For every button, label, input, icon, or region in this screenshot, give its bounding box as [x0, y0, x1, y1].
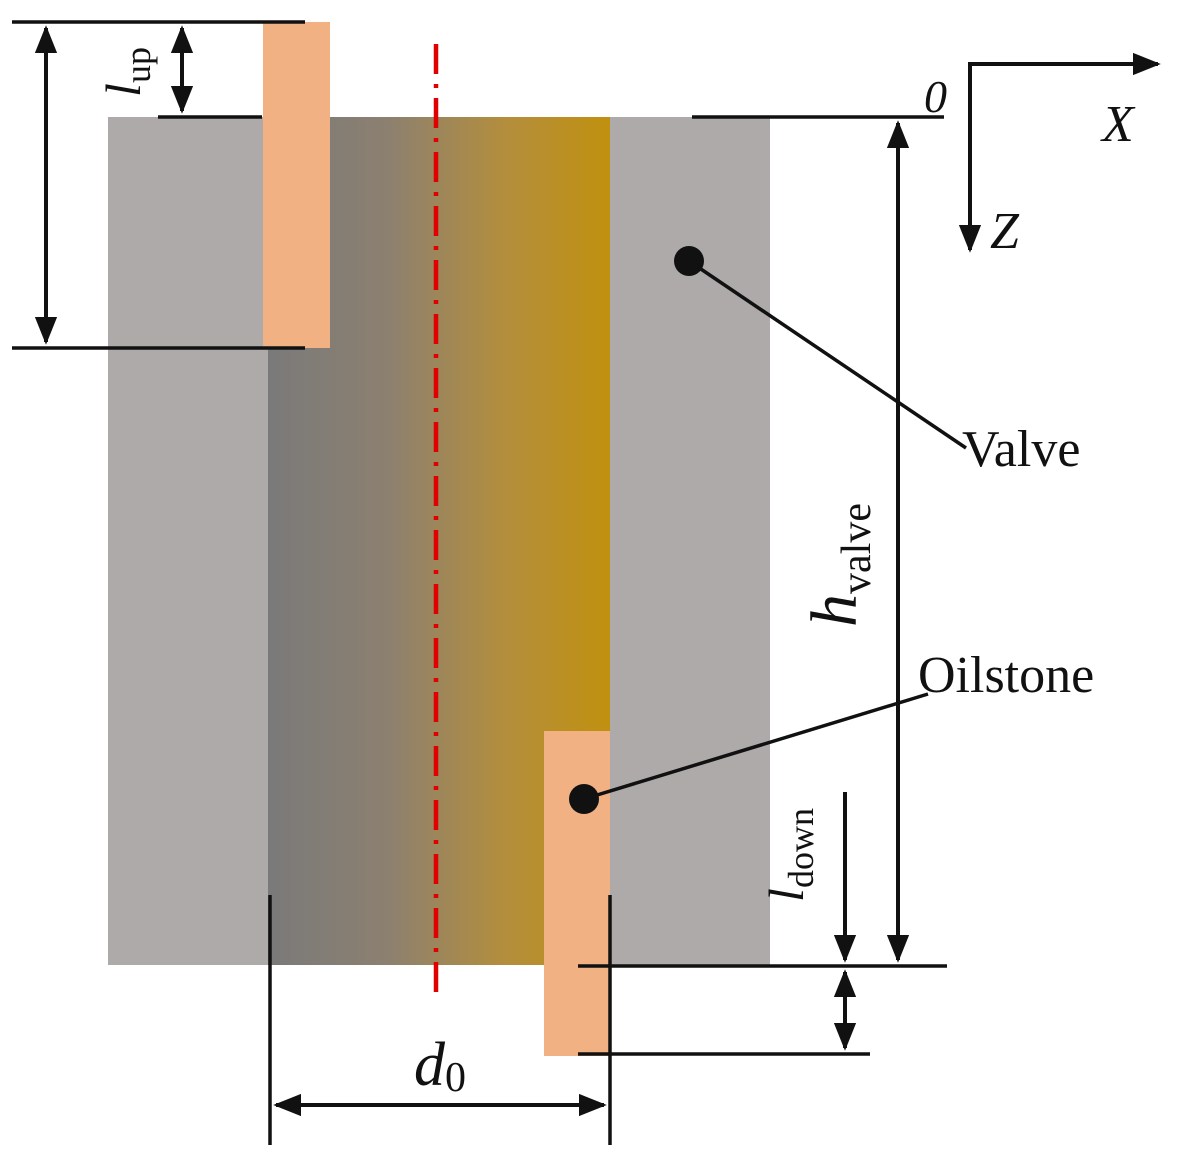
l-down-label: ldown: [758, 808, 821, 902]
origin-label: 0: [924, 71, 947, 122]
oilstone-label: Oilstone: [918, 647, 1094, 704]
h-valve-label: hvalve: [798, 503, 880, 627]
svg-text:ldown: ldown: [758, 808, 821, 902]
z-axis-label: Z: [990, 203, 1020, 260]
oilstone-upper: [263, 22, 330, 348]
d0-label: d0: [414, 1031, 466, 1101]
svg-text:hvalve: hvalve: [798, 503, 880, 627]
oilstone-lower: [544, 731, 610, 1056]
x-axis-label: X: [1100, 96, 1136, 153]
oilstone-callout-leader: [583, 692, 929, 801]
valve-label: Valve: [962, 421, 1080, 478]
l-up-label: lup: [95, 47, 158, 97]
valve-callout-leader: [688, 259, 967, 450]
svg-text:lup: lup: [95, 47, 158, 97]
